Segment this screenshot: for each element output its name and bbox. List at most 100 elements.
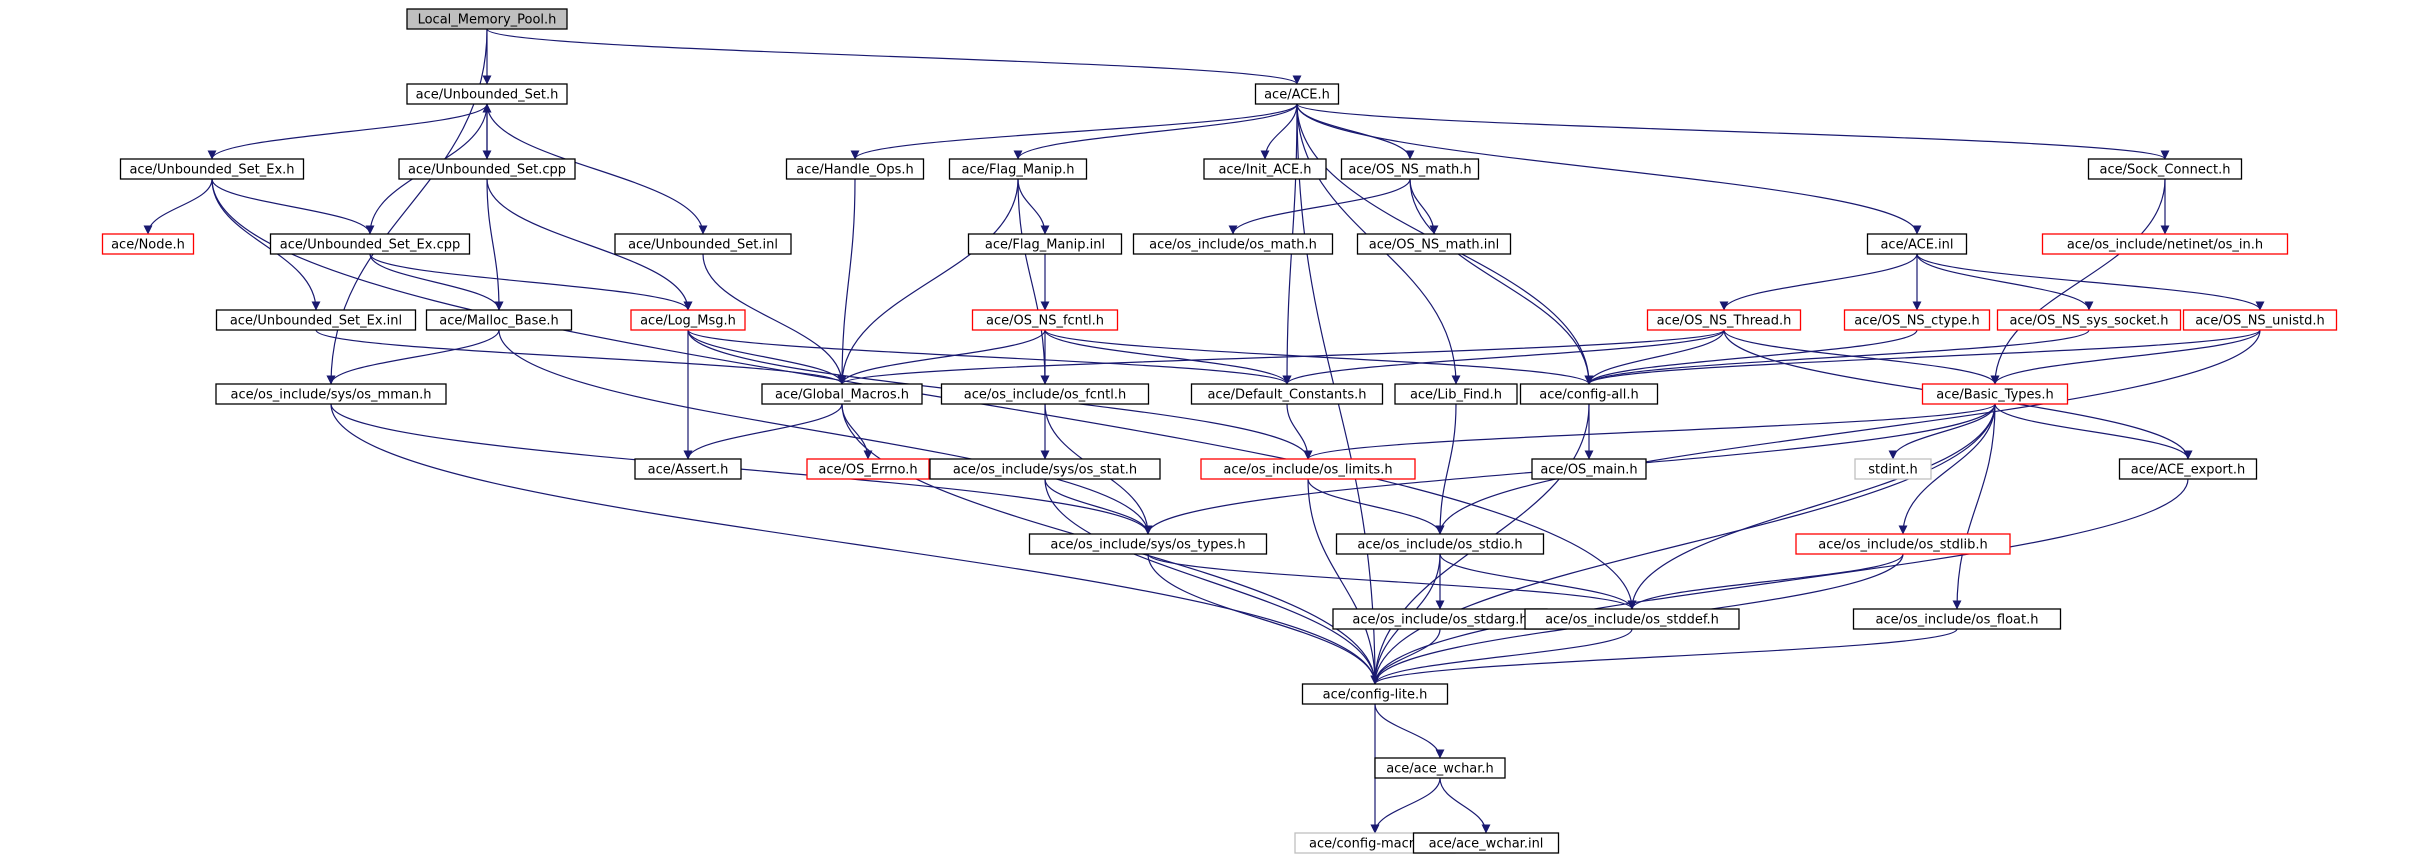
node-box <box>1921 383 2069 405</box>
node-label: ace/Unbounded_Set.cpp <box>408 163 566 178</box>
node-label: ace/os_include/os_stddef.h <box>1545 613 1719 628</box>
node-label: ace/Default_Constants.h <box>1207 388 1366 403</box>
file-node-ace-export[interactable]: ace/ACE_export.h <box>2118 458 2258 480</box>
file-node-config-all[interactable]: ace/config-all.h <box>1519 383 1659 405</box>
node-label: ace/OS_NS_fcntl.h <box>986 314 1104 329</box>
edge-os-ns-ctype-to-config-all <box>1584 329 1918 385</box>
file-node-ace-wchar[interactable]: ace/ace_wchar.h <box>1374 757 1506 779</box>
node-label: ace/os_include/os_stdarg.h <box>1352 613 1527 628</box>
node-label: ace/ACE_export.h <box>2131 463 2245 478</box>
edge-unbsetex-h-to-node-h <box>143 178 213 235</box>
file-node-os-errno[interactable]: ace/OS_Errno.h <box>806 458 930 480</box>
edge-ace-inl-to-os-ns-sys-socket <box>1916 253 2094 311</box>
file-node-os-fcntl[interactable]: ace/os_include/os_fcntl.h <box>940 383 1150 405</box>
file-node-node-h[interactable]: ace/Node.h <box>101 233 195 255</box>
edge-ace-inl-to-os-ns-unistd <box>1916 253 2265 311</box>
edge-basic-types-to-os-stdlib <box>1898 403 1996 535</box>
edge-unbsetex-cpp-to-log-msg <box>369 253 693 311</box>
node-label: ace/Unbounded_Set_Ex.h <box>129 163 294 178</box>
node-label: ace/OS_NS_sys_socket.h <box>2009 314 2168 329</box>
file-node-os-stdio[interactable]: ace/os_include/os_stdio.h <box>1335 533 1545 555</box>
edge-unbset-h-to-unbsetex-h <box>207 103 488 160</box>
edge-flag-manip-to-global-macros <box>837 178 1019 385</box>
file-node-ace-inl[interactable]: ace/ACE.inl <box>1866 233 1968 255</box>
node-box <box>614 233 792 255</box>
node-label: ace/OS_NS_Thread.h <box>1657 314 1792 329</box>
file-node-os-ns-ctype[interactable]: ace/OS_NS_ctype.h <box>1843 309 1991 331</box>
file-node-os-ns-sys-socket[interactable]: ace/OS_NS_sys_socket.h <box>1996 309 2182 331</box>
node-label: ace/Flag_Manip.h <box>962 163 1075 178</box>
node-box <box>1843 309 1991 331</box>
file-node-basic-types[interactable]: ace/Basic_Types.h <box>1921 383 2069 405</box>
node-box <box>1866 233 1968 255</box>
file-node-os-stdlib[interactable]: ace/os_include/os_stdlib.h <box>1795 533 2011 555</box>
file-node-os-ns-unistd[interactable]: ace/OS_NS_unistd.h <box>2182 309 2338 331</box>
node-label: ace/ace_wchar.h <box>1386 762 1494 777</box>
file-node-flag-manip-inl[interactable]: ace/Flag_Manip.inl <box>967 233 1123 255</box>
file-node-config-lite[interactable]: ace/config-lite.h <box>1301 683 1449 705</box>
file-node-unbset-cpp[interactable]: ace/Unbounded_Set.cpp <box>398 158 576 180</box>
node-box <box>1132 233 1334 255</box>
file-node-os-math[interactable]: ace/os_include/os_math.h <box>1132 233 1334 255</box>
node-box <box>1340 158 1480 180</box>
file-node-os-main[interactable]: ace/OS_main.h <box>1531 458 1647 480</box>
node-label: ace/Sock_Connect.h <box>2100 163 2231 178</box>
file-node-os-stdarg[interactable]: ace/os_include/os_stdarg.h <box>1332 608 1548 630</box>
file-node-init-ace[interactable]: ace/Init_ACE.h <box>1203 158 1327 180</box>
node-box <box>1200 458 1416 480</box>
file-node-malloc-base[interactable]: ace/Malloc_Base.h <box>425 309 573 331</box>
edge-os-limits-to-os-stdio <box>1307 478 1445 535</box>
file-node-sock-connect[interactable]: ace/Sock_Connect.h <box>2087 158 2243 180</box>
file-node-unbsetex-cpp[interactable]: ace/Unbounded_Set_Ex.cpp <box>269 233 471 255</box>
edge-ace-h-to-sock-connect <box>1296 103 2170 160</box>
node-label: ace/ace_wchar.inl <box>1429 837 1544 852</box>
file-node-handle-ops[interactable]: ace/Handle_Ops.h <box>785 158 925 180</box>
node-box <box>1519 383 1659 405</box>
file-node-root[interactable]: Local_Memory_Pool.h <box>406 8 568 30</box>
file-node-os-types[interactable]: ace/os_include/sys/os_types.h <box>1028 533 1268 555</box>
file-node-flag-manip[interactable]: ace/Flag_Manip.h <box>948 158 1088 180</box>
file-node-unbsetex-h[interactable]: ace/Unbounded_Set_Ex.h <box>119 158 305 180</box>
file-node-global-macros[interactable]: ace/Global_Macros.h <box>761 383 923 405</box>
node-label: ace/Unbounded_Set_Ex.inl <box>230 314 402 329</box>
edge-ace-h-to-os-ns-math <box>1296 103 1415 160</box>
edge-malloc-base-to-os-mman <box>326 329 500 385</box>
node-box <box>630 309 746 331</box>
edge-global-macros-to-assert-h <box>683 403 843 460</box>
edge-unbsetex-cpp-to-malloc-base <box>369 253 504 311</box>
file-node-ace-h[interactable]: ace/ACE.h <box>1254 83 1340 105</box>
node-box <box>1028 533 1268 555</box>
node-label: ace/Malloc_Base.h <box>439 314 559 329</box>
file-node-unbset-inl[interactable]: ace/Unbounded_Set.inl <box>614 233 792 255</box>
file-node-stdint[interactable]: stdint.h <box>1854 458 1932 480</box>
file-node-ace-wchar-inl[interactable]: ace/ace_wchar.inl <box>1412 832 1560 854</box>
node-box <box>1203 158 1327 180</box>
edge-ace-h-to-handle-ops <box>850 103 1298 160</box>
file-node-os-in[interactable]: ace/os_include/netinet/os_in.h <box>2041 233 2289 255</box>
file-node-log-msg[interactable]: ace/Log_Msg.h <box>630 309 746 331</box>
file-node-default-constants[interactable]: ace/Default_Constants.h <box>1190 383 1384 405</box>
file-node-unbsetex-inl[interactable]: ace/Unbounded_Set_Ex.inl <box>215 309 417 331</box>
file-node-os-ns-fcntl[interactable]: ace/OS_NS_fcntl.h <box>971 309 1119 331</box>
node-label: ace/config-macros.h <box>1309 837 1441 852</box>
node-box <box>940 383 1150 405</box>
file-node-unbset-h[interactable]: ace/Unbounded_Set.h <box>406 83 568 105</box>
file-node-os-mman[interactable]: ace/os_include/sys/os_mman.h <box>215 383 447 405</box>
file-node-os-stddef[interactable]: ace/os_include/os_stddef.h <box>1524 608 1740 630</box>
file-node-os-ns-math[interactable]: ace/OS_NS_math.h <box>1340 158 1480 180</box>
file-node-assert-h[interactable]: ace/Assert.h <box>634 458 742 480</box>
node-box <box>269 233 471 255</box>
edge-os-ns-unistd-to-basic-types <box>1990 329 2261 385</box>
edge-os-ns-fcntl-to-global-macros <box>837 329 1046 385</box>
node-box <box>1374 757 1506 779</box>
file-node-os-limits[interactable]: ace/os_include/os_limits.h <box>1200 458 1416 480</box>
file-node-os-ns-thread[interactable]: ace/OS_NS_Thread.h <box>1646 309 1802 331</box>
edge-os-ns-math-to-os-ns-math-inl <box>1409 178 1439 235</box>
node-box <box>1996 309 2182 331</box>
file-node-os-stat[interactable]: ace/os_include/sys/os_stat.h <box>929 458 1161 480</box>
file-node-os-float[interactable]: ace/os_include/os_float.h <box>1852 608 2062 630</box>
file-node-os-ns-math-inl[interactable]: ace/OS_NS_math.inl <box>1356 233 1512 255</box>
file-node-lib-find[interactable]: ace/Lib_Find.h <box>1394 383 1518 405</box>
node-box <box>1190 383 1384 405</box>
